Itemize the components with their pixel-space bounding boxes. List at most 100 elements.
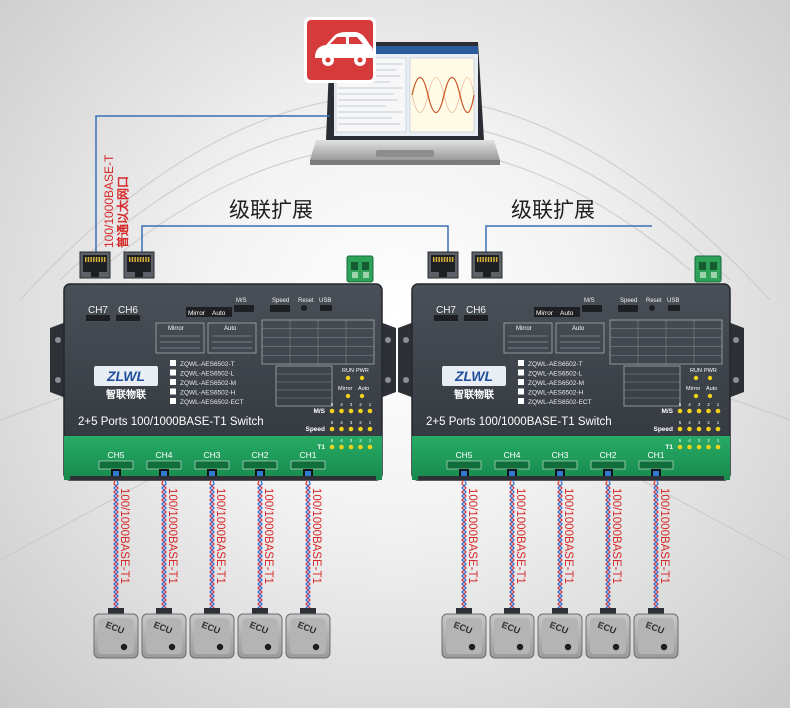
led-number: 1 [369, 420, 372, 425]
cable-label: 100/1000BASE-T1 [262, 488, 274, 584]
switch-label-reset: Reset [646, 298, 662, 304]
t1-port-label-ch5: CH5 [455, 450, 472, 460]
uplink-label-line1: 100/1000BASE-T [102, 154, 116, 248]
brand-chinese: 智联物联 [454, 388, 494, 401]
rj45-label-ch7: CH7 [436, 305, 456, 316]
led-number: 4 [688, 438, 691, 443]
uplink-label-line2: 普通以太网口 [115, 176, 130, 248]
mount-hole [55, 337, 61, 343]
usb-port [320, 305, 332, 311]
t1-plug-pin [509, 471, 515, 476]
speed-dip-switch [618, 305, 638, 312]
led-number: 5 [331, 420, 334, 425]
rj45-led-slot [116, 315, 140, 321]
switch-label-m-s: M/S [236, 298, 247, 304]
led-label-auto: Auto [706, 386, 717, 392]
mode-label-auto: Auto [212, 310, 226, 317]
cascade-label-right: 级联扩展 [511, 198, 595, 222]
led-number: 2 [707, 438, 710, 443]
model-checkbox [518, 379, 524, 385]
led-mirror [693, 393, 699, 399]
led-number: 4 [340, 402, 343, 407]
ecu-module: ECU [93, 608, 139, 659]
led-number: 4 [688, 420, 691, 425]
rj45-port-ch7 [427, 251, 459, 279]
cable-label: 100/1000BASE-T1 [610, 488, 622, 584]
model-checkbox [170, 369, 176, 376]
t1-plug-pin [161, 471, 167, 476]
switch-label-m-s: M/S [584, 298, 595, 304]
model-name: ZQWL-AES6502-ECT [180, 399, 244, 406]
t1-port-ch4 [494, 460, 530, 470]
mode-switch [534, 307, 580, 317]
uplink-label: 100/1000BASE-T 普通以太网口 [102, 154, 130, 248]
status-label-t1: T1 [665, 444, 673, 451]
model-name: ZQWL-AES6502-H [180, 390, 236, 397]
ecu-module: ECU [189, 608, 235, 659]
switch-label-usb: USB [667, 298, 679, 304]
model-checkbox [170, 398, 176, 404]
ecu-indicator [264, 643, 272, 651]
led-number: 5 [331, 438, 334, 443]
t1-port-label-ch2: CH2 [599, 450, 616, 460]
led-number: 4 [340, 420, 343, 425]
led-label-pwr: PWR [356, 368, 369, 374]
t1-port-ch3 [542, 460, 578, 470]
ecu-indicator [468, 643, 476, 651]
model-name: ZQWL-AES6502-M [180, 380, 236, 387]
status-led [696, 426, 702, 432]
rj45-port-ch6 [471, 251, 503, 279]
led-auto [359, 393, 365, 399]
brand-logo-box [442, 366, 506, 386]
rj45-label-ch6: CH6 [118, 305, 138, 316]
t1-port-ch1 [638, 460, 674, 470]
ecu-indicator [612, 643, 620, 651]
model-name: ZQWL-AES6502-T [528, 361, 583, 368]
mount-ear-right [380, 322, 396, 398]
status-led [358, 408, 363, 414]
laptop [310, 42, 500, 165]
t1-plug-pin [461, 471, 467, 476]
model-checkbox [518, 388, 524, 395]
auto-info-box [555, 322, 605, 354]
mount-hole [403, 337, 409, 343]
model-name: ZQWL-AES6502-T [180, 361, 235, 368]
t1-port-ch1 [290, 460, 326, 470]
model-checkbox [518, 398, 524, 404]
auto-info-title: Auto [224, 326, 237, 332]
status-led [715, 444, 721, 450]
t1-cable [557, 479, 563, 613]
rj45-port-ch7 [79, 251, 111, 279]
mount-hole [55, 377, 61, 383]
cable-label: 100/1000BASE-T1 [658, 488, 670, 584]
t1-plug-pin [557, 471, 563, 476]
status-led [706, 426, 711, 432]
rj45-led-slot [464, 315, 488, 321]
t1-port-label-ch4: CH4 [155, 450, 172, 460]
ms-dip-switch [234, 305, 254, 312]
status-led [715, 426, 721, 432]
led-number: 3 [350, 420, 353, 425]
t1-plug-pin [257, 471, 263, 476]
switch-label-usb: USB [319, 298, 331, 304]
status-led [348, 408, 354, 414]
model-name: ZQWL-AES6502-ECT [528, 399, 592, 406]
status-label-speed: Speed [653, 426, 673, 433]
status-led [367, 444, 373, 450]
status-led [367, 426, 373, 432]
mode-label-mirror: Mirror [188, 310, 206, 317]
t1-plug-pin [209, 471, 215, 476]
model-checkbox [518, 369, 524, 376]
led-label-run: RUN [342, 368, 354, 374]
switch-label-reset: Reset [298, 298, 314, 304]
led-number: 3 [698, 420, 701, 425]
switch-bottom-rail [418, 476, 724, 480]
ms-dip-switch [582, 305, 602, 312]
status-led [706, 444, 711, 450]
led-number: 1 [717, 420, 720, 425]
led-number: 1 [369, 438, 372, 443]
t1-plug-pin [653, 471, 659, 476]
mount-hole [733, 337, 739, 343]
